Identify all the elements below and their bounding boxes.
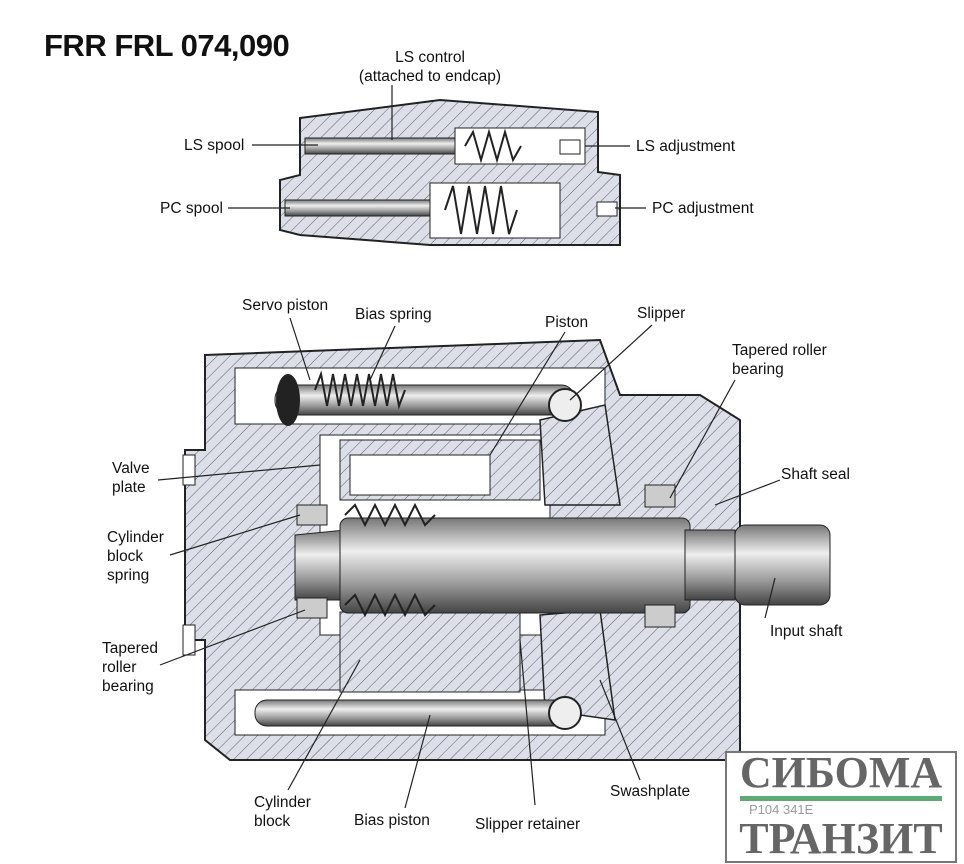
- pump-section: [182, 338, 831, 761]
- label-ls-control: LS control (attached to endcap): [345, 48, 515, 86]
- label-pc-adjustment: PC adjustment: [652, 200, 754, 217]
- watermark-accent-bar: [740, 796, 942, 801]
- label-slipper-retainer: Slipper retainer: [475, 816, 581, 833]
- label-shaft-seal: Shaft seal: [781, 466, 850, 483]
- control-valve-section: [279, 98, 621, 246]
- label-cylinder-block-spring: Cylinder block spring: [107, 529, 164, 584]
- ls-control-note: (attached to endcap): [358, 68, 502, 85]
- label-bias-piston: Bias piston: [354, 812, 430, 829]
- ls-control-text: LS control: [395, 49, 465, 66]
- label-swashplate: Swashplate: [610, 783, 691, 800]
- label-cylinder-block: Cylinder block: [254, 794, 311, 830]
- diagram-title: FRR FRL 074,090: [44, 28, 290, 63]
- label-valve-plate: Valve plate: [112, 460, 150, 496]
- label-tapered-roller-bearing-right: Tapered roller bearing: [732, 342, 827, 378]
- watermark-code: P104 341E: [749, 802, 814, 817]
- watermark-logo: СИБОМА P104 341E ТРАНЗИТ: [725, 751, 957, 863]
- label-ls-spool: LS spool: [184, 137, 245, 154]
- label-ls-adjustment: LS adjustment: [636, 138, 736, 155]
- label-tapered-roller-bearing-left: Tapered roller bearing: [102, 640, 159, 695]
- leader-lines: [157, 85, 781, 809]
- label-pc-spool: PC spool: [160, 200, 223, 217]
- watermark-line2: ТРАНЗИТ: [739, 814, 943, 863]
- label-slipper: Slipper: [637, 305, 686, 322]
- label-piston: Piston: [545, 314, 589, 331]
- label-bias-spring: Bias spring: [355, 306, 432, 323]
- watermark-line1: СИБОМА: [739, 748, 943, 797]
- label-input-shaft: Input shaft: [770, 623, 843, 640]
- label-servo-piston: Servo piston: [242, 297, 329, 314]
